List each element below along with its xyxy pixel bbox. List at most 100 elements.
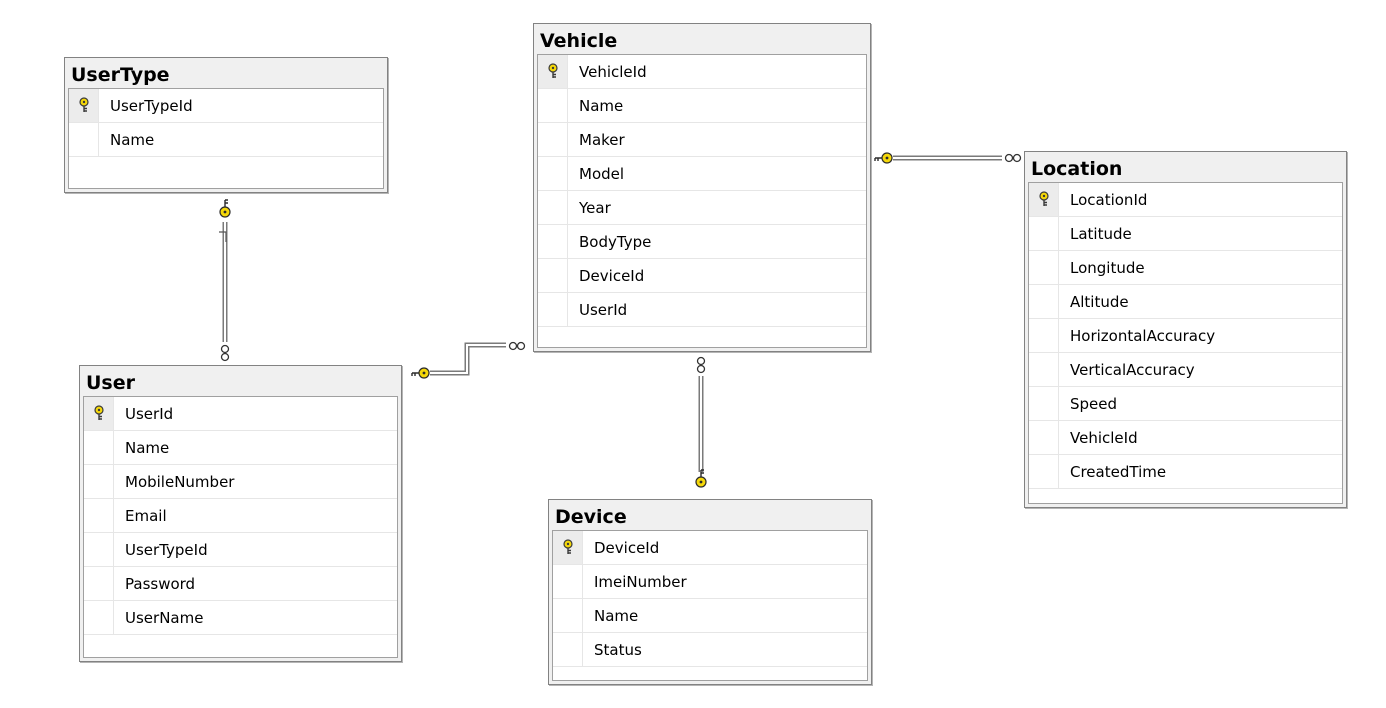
key-icon (563, 539, 573, 554)
row-selector[interactable] (84, 567, 114, 600)
table-title: Vehicle (540, 30, 618, 52)
row-selector[interactable] (1029, 421, 1059, 454)
column-row[interactable]: UserId (538, 293, 866, 327)
primary-key-row[interactable]: UserId (84, 397, 397, 431)
primary-key-row[interactable]: LocationId (1029, 183, 1342, 217)
column-row[interactable]: Year (538, 191, 866, 225)
column-row[interactable]: HorizontalAccuracy (1029, 319, 1342, 353)
column-row[interactable]: UserTypeId (84, 533, 397, 567)
column-row[interactable]: VehicleId (1029, 421, 1342, 455)
row-selector[interactable] (538, 293, 568, 326)
row-selector[interactable] (1029, 319, 1059, 352)
table-title: Device (555, 506, 627, 528)
row-selector[interactable] (1029, 353, 1059, 386)
column-name: DeviceId (579, 267, 645, 285)
column-name: VehicleId (579, 63, 647, 81)
column-row[interactable]: Model (538, 157, 866, 191)
relationship-device-vehicle[interactable] (695, 356, 707, 488)
row-selector[interactable] (1029, 285, 1059, 318)
column-row[interactable]: Speed (1029, 387, 1342, 421)
relationship-user-vehicle[interactable] (411, 341, 526, 379)
row-selector[interactable] (1029, 251, 1059, 284)
row-selector[interactable] (553, 565, 583, 598)
column-row[interactable]: Latitude (1029, 217, 1342, 251)
column-row[interactable]: Password (84, 567, 397, 601)
column-row[interactable]: Status (553, 633, 867, 667)
row-selector[interactable] (84, 533, 114, 566)
table-title: Location (1031, 158, 1123, 180)
row-selector[interactable] (69, 123, 99, 156)
column-row[interactable]: MobileNumber (84, 465, 397, 499)
row-selector[interactable] (1029, 455, 1059, 488)
row-selector[interactable] (538, 259, 568, 292)
table-title: User (86, 372, 135, 394)
row-selector[interactable] (553, 633, 583, 666)
column-name: Name (579, 97, 624, 115)
column-row[interactable]: Name (553, 599, 867, 633)
column-row[interactable]: Email (84, 499, 397, 533)
column-row[interactable]: Name (69, 123, 383, 157)
row-selector[interactable] (538, 123, 568, 156)
column-row[interactable]: Name (84, 431, 397, 465)
table-title: UserType (71, 64, 170, 86)
row-selector[interactable] (1029, 217, 1059, 250)
column-name: DeviceId (594, 539, 660, 557)
column-name: Altitude (1070, 293, 1129, 311)
column-name: Name (125, 439, 170, 457)
row-selector[interactable] (538, 225, 568, 258)
column-row[interactable]: ImeiNumber (553, 565, 867, 599)
row-selector[interactable] (84, 465, 114, 498)
row-selector[interactable] (84, 499, 114, 532)
row-selector[interactable] (84, 397, 114, 430)
row-selector[interactable] (553, 531, 583, 564)
column-row[interactable]: VerticalAccuracy (1029, 353, 1342, 387)
row-selector[interactable] (538, 55, 568, 88)
row-selector[interactable] (538, 191, 568, 224)
primary-key-row[interactable]: DeviceId (553, 531, 867, 565)
primary-key-row[interactable]: UserTypeId (69, 89, 383, 123)
column-row[interactable]: Maker (538, 123, 866, 157)
column-name: BodyType (579, 233, 652, 251)
row-selector[interactable] (1029, 387, 1059, 420)
key-icon (548, 63, 558, 78)
column-row[interactable]: Name (538, 89, 866, 123)
row-selector[interactable] (84, 601, 114, 634)
key-icon (94, 405, 104, 420)
column-name: ImeiNumber (594, 573, 687, 591)
column-row[interactable]: UserName (84, 601, 397, 635)
row-selector[interactable] (84, 431, 114, 464)
column-row[interactable]: Altitude (1029, 285, 1342, 319)
column-name: Password (125, 575, 196, 593)
column-name: HorizontalAccuracy (1070, 327, 1216, 345)
column-name: Email (125, 507, 167, 525)
row-selector[interactable] (69, 89, 99, 122)
column-name: UserName (125, 609, 204, 627)
column-name: Maker (579, 131, 625, 149)
row-selector[interactable] (538, 157, 568, 190)
column-row[interactable]: Longitude (1029, 251, 1342, 285)
column-name: Name (110, 131, 155, 149)
relationship-usertype-user[interactable] (219, 199, 231, 362)
column-row[interactable]: BodyType (538, 225, 866, 259)
column-name: LocationId (1070, 191, 1148, 209)
column-row[interactable]: CreatedTime (1029, 455, 1342, 489)
row-selector[interactable] (1029, 183, 1059, 216)
primary-key-row[interactable]: VehicleId (538, 55, 866, 89)
column-row[interactable]: DeviceId (538, 259, 866, 293)
row-selector[interactable] (538, 89, 568, 122)
column-name: Year (579, 199, 611, 217)
column-name: VerticalAccuracy (1070, 361, 1195, 379)
column-name: MobileNumber (125, 473, 235, 491)
relationship-vehicle-location[interactable] (874, 152, 1022, 164)
row-selector[interactable] (553, 599, 583, 632)
